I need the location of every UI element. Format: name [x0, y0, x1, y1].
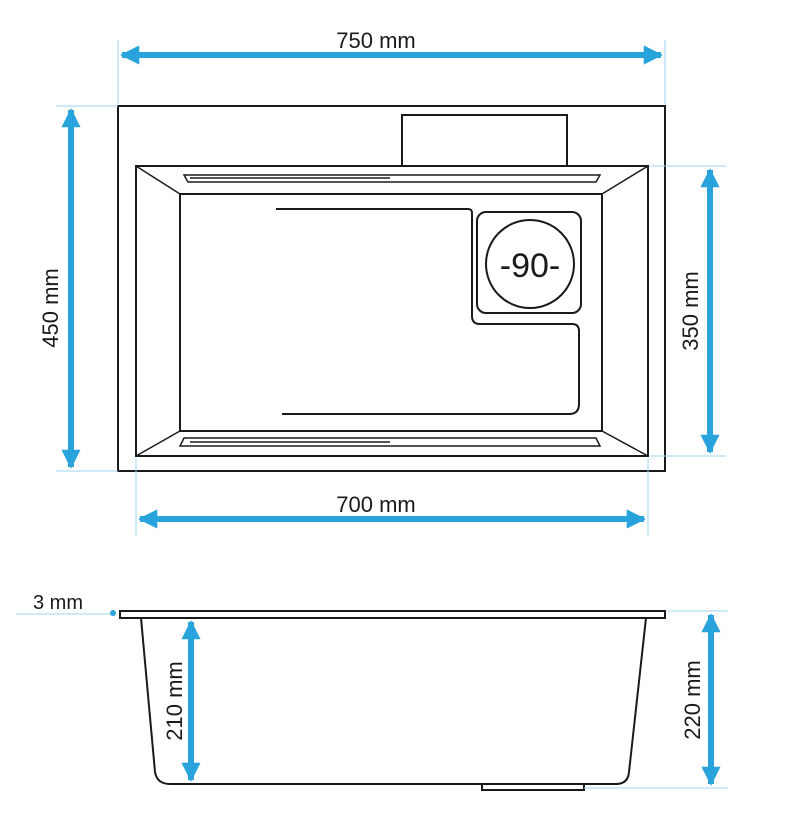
dim-label-rim-thickness: 3 mm [33, 592, 83, 614]
dim-label-total-depth: 220 mm [680, 660, 705, 739]
top-view: -90- 750 mm 450 mm 700 mm 350 mm [38, 28, 726, 535]
top-ledge-slot [182, 174, 602, 183]
dim-label-overall-width: 750 mm [336, 28, 415, 53]
side-view: 3 mm 210 mm 220 mm [16, 592, 728, 791]
drain-plate-contour [276, 208, 580, 415]
dim-label-bowl-depth: 350 mm [678, 271, 703, 350]
drain-circle [485, 219, 575, 309]
dim-label-overall-depth: 450 mm [38, 268, 63, 347]
extension-lines-side [16, 610, 728, 789]
sink-outer-outline [117, 105, 666, 472]
faucet-deck [401, 114, 568, 167]
bottom-ledge-slot [178, 437, 602, 447]
extension-lines-top [56, 40, 726, 535]
sink-basin-profile [140, 617, 647, 785]
drain-label: -90- [500, 247, 560, 285]
drain-recess [476, 211, 582, 314]
rim-thickness-dot [110, 610, 116, 616]
dim-label-bowl-width: 700 mm [336, 492, 415, 517]
drain-stub [481, 783, 585, 791]
dim-label-inner-depth: 210 mm [162, 661, 187, 740]
bowl-slope-lines [135, 165, 649, 457]
sink-rim [119, 610, 666, 619]
